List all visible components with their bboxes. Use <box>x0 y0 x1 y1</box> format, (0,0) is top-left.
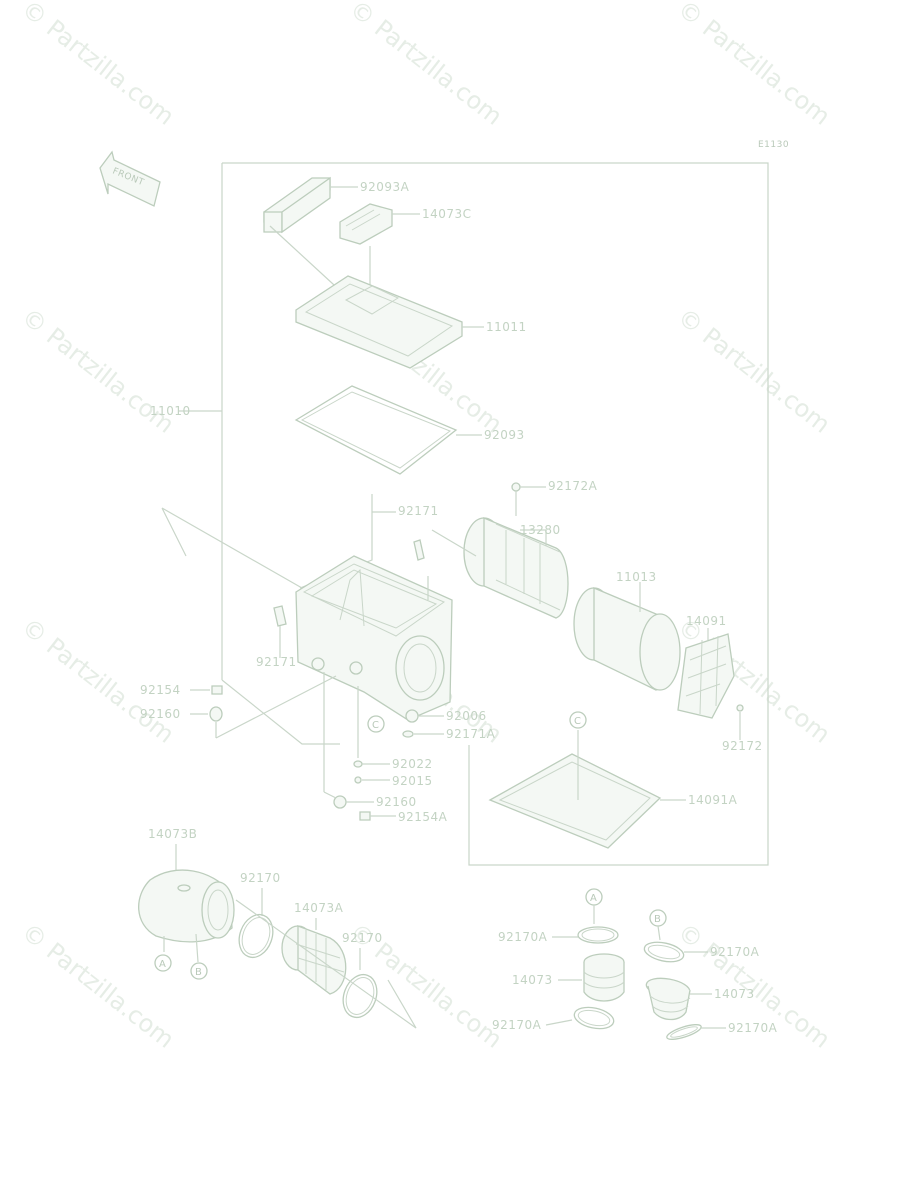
part-92170A-3 <box>573 1006 615 1030</box>
ref-B-left: B <box>190 962 208 980</box>
svg-text:C: C <box>574 716 581 727</box>
part-14091 <box>677 628 735 719</box>
label-92172: 92172 <box>722 739 763 753</box>
part-housing <box>295 555 453 721</box>
label-92170A-1: 92170A <box>498 930 548 944</box>
part-92006 <box>405 709 444 723</box>
part-92170A-1 <box>577 926 619 944</box>
part-14073-2 <box>645 977 712 1021</box>
label-14073-2: 14073 <box>714 987 755 1001</box>
svg-text:B: B <box>195 967 202 978</box>
label-14091: 14091 <box>686 614 727 628</box>
part-grommet-b <box>349 661 363 675</box>
part-92093 <box>294 385 482 475</box>
label-92160: 92160 <box>140 707 181 721</box>
ref-A-left: A <box>154 954 172 972</box>
part-92170A-2 <box>643 941 708 963</box>
part-grommet-a <box>311 657 325 671</box>
part-92154 <box>190 685 223 695</box>
watermark-3: © Partzilla.com <box>672 0 835 131</box>
part-92160-b <box>323 791 374 809</box>
ref-C-housing: C <box>367 715 385 733</box>
label-14091A: 14091A <box>688 793 738 807</box>
watermark-7: © Partzilla.com <box>16 613 179 749</box>
front-arrow-icon: FRONT <box>99 150 161 207</box>
label-11011: 11011 <box>486 320 527 334</box>
watermarks: © Partzilla.com © Partzilla.com © Partzi… <box>16 0 835 1054</box>
label-92170-b: 92170 <box>342 931 383 945</box>
part-92170-a <box>238 913 274 959</box>
label-92154: 92154 <box>140 683 181 697</box>
part-14073C <box>339 203 420 245</box>
label-92006: 92006 <box>446 709 487 723</box>
svg-text:B: B <box>654 914 661 925</box>
part-92022 <box>353 760 390 768</box>
ref-B-right: B <box>649 909 667 927</box>
part-92015 <box>354 776 390 784</box>
part-92171-left <box>273 605 287 658</box>
label-14073-1: 14073 <box>512 973 553 987</box>
label-11013: 11013 <box>616 570 657 584</box>
ref-C-plate: C <box>569 711 587 729</box>
part-14073-1 <box>583 953 625 1002</box>
label-92172A: 92172A <box>548 479 598 493</box>
label-14073A: 14073A <box>294 901 344 915</box>
watermark-6: © Partzilla.com <box>672 303 835 439</box>
label-92160-b: 92160 <box>376 795 417 809</box>
label-92022: 92022 <box>392 757 433 771</box>
part-14073A <box>281 925 347 995</box>
label-92170A-3: 92170A <box>492 1018 542 1032</box>
part-92172 <box>736 704 744 740</box>
label-14073C: 14073C <box>422 207 472 221</box>
watermark-10: © Partzilla.com <box>16 918 179 1054</box>
part-14091A <box>488 730 686 849</box>
label-92154A: 92154A <box>398 810 448 824</box>
svg-text:A: A <box>590 893 597 904</box>
part-14073B <box>138 869 235 963</box>
part-92170-b <box>342 973 378 1019</box>
label-92015: 92015 <box>392 774 433 788</box>
label-13280: 13280 <box>520 523 561 537</box>
part-92171A <box>402 730 444 738</box>
svg-text:A: A <box>159 959 166 970</box>
part-92093A <box>263 176 358 234</box>
label-92093: 92093 <box>484 428 525 442</box>
ref-A-right: A <box>585 888 603 906</box>
label-92170A-4: 92170A <box>728 1021 778 1035</box>
label-92170-a: 92170 <box>240 871 281 885</box>
watermark-2: © Partzilla.com <box>344 0 507 131</box>
part-92172A <box>511 482 546 516</box>
watermark-1: © Partzilla.com <box>16 0 179 131</box>
part-13280 <box>431 517 569 619</box>
label-92171-top: 92171 <box>398 504 439 518</box>
watermark-4: © Partzilla.com <box>16 303 179 439</box>
assembly-frame <box>222 162 769 866</box>
part-92170A-4 <box>666 1024 726 1040</box>
label-92170A-2: 92170A <box>710 945 760 959</box>
part-11011 <box>295 275 484 369</box>
diagram-code: E1130 <box>758 140 789 150</box>
label-92093A: 92093A <box>360 180 410 194</box>
label-11010: 11010 <box>150 404 191 418</box>
label-14073B: 14073B <box>148 827 197 841</box>
label-92171A: 92171A <box>446 727 496 741</box>
label-92171-left: 92171 <box>256 655 297 669</box>
svg-text:C: C <box>372 720 379 731</box>
part-92154A <box>359 811 396 821</box>
part-92160 <box>190 706 223 738</box>
part-11013 <box>573 582 681 691</box>
